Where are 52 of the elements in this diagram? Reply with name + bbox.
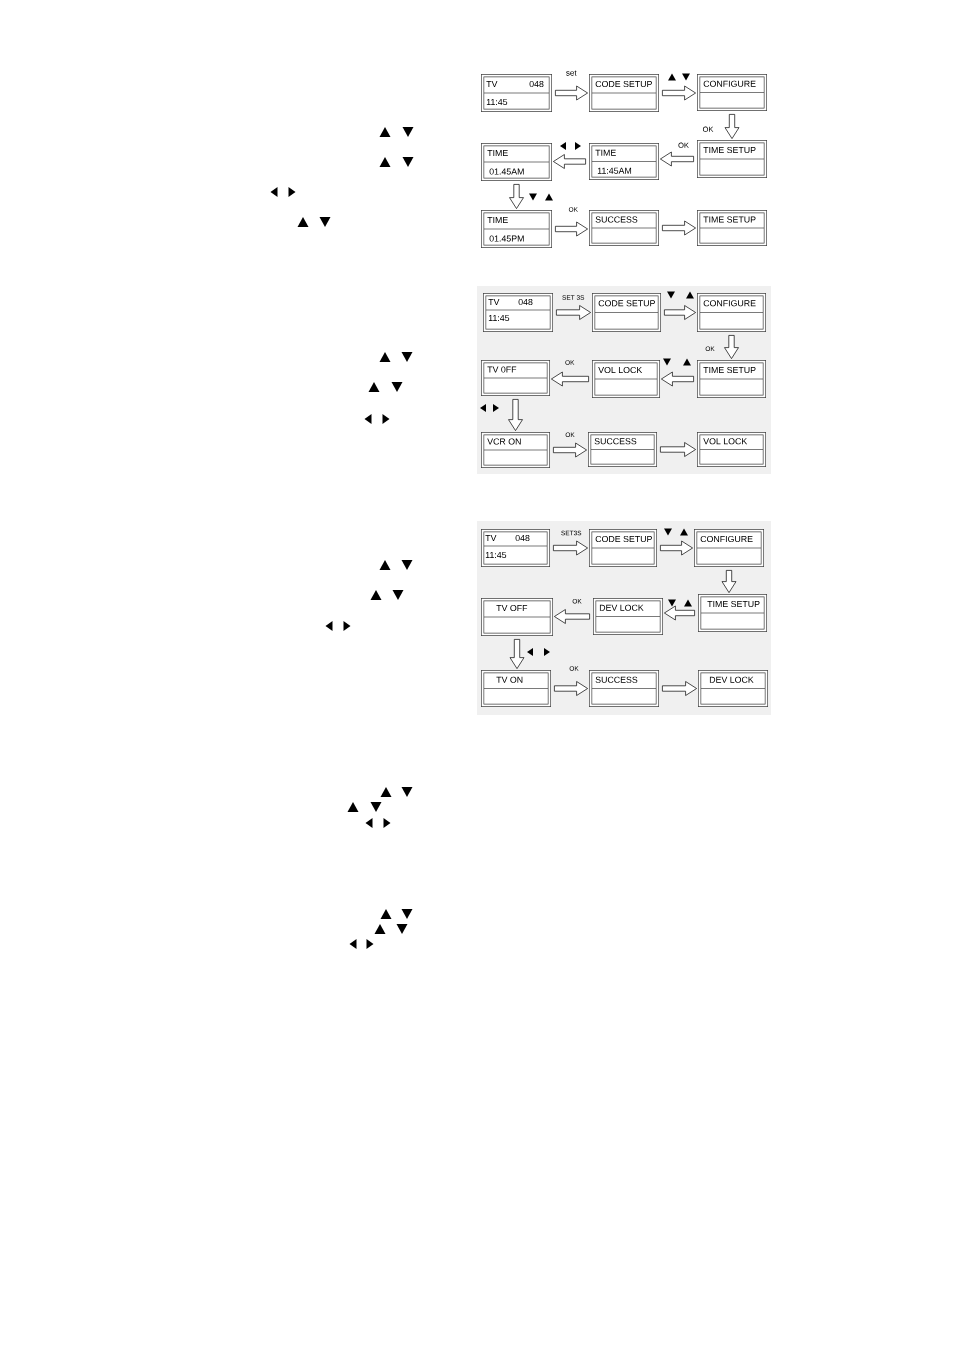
hollow-arrow: [554, 681, 588, 696]
hollow-arrow: [555, 221, 588, 237]
display-box: CODE SETUP: [589, 74, 659, 112]
hollow-arrow: [660, 442, 696, 457]
display-box: VCR ON: [481, 432, 550, 468]
display-box: CODE SETUP: [592, 293, 661, 332]
hollow-arrow: [724, 114, 740, 139]
display-box: DEV LOCK: [698, 670, 768, 707]
display-box: TIME SETUP: [697, 360, 766, 398]
hollow-arrow: [556, 305, 591, 320]
display-box: CONFIGURE: [697, 293, 766, 332]
display-box: TIME 11:45AM: [589, 143, 659, 180]
display-box: SUCCESS: [589, 210, 659, 246]
hollow-arrow: [662, 681, 697, 696]
hollow-arrow: [551, 371, 589, 387]
display-box: VOL LOCK: [697, 432, 766, 467]
hollow-arrow: [661, 371, 694, 387]
display-box: CODE SETUP: [589, 529, 657, 567]
display-box: TV 0FF: [481, 360, 550, 396]
display-box: CONFIGURE: [697, 74, 767, 111]
hollow-arrow: [555, 85, 588, 101]
hollow-arrow: [721, 570, 737, 593]
hollow-arrow: [660, 151, 694, 167]
hollow-arrow: [508, 399, 523, 431]
display-box: TIME 01.45PM: [481, 210, 552, 248]
edge-label: set: [566, 70, 577, 76]
display-box: SUCCESS: [589, 670, 659, 707]
display-box: TIME SETUP: [697, 210, 767, 246]
display-box: TV 048 11:45: [481, 529, 550, 567]
hollow-arrow: [724, 335, 739, 359]
display-box: VOL LOCK: [592, 360, 660, 398]
hollow-arrow: [664, 605, 695, 621]
display-box: CONFIGURE: [694, 529, 764, 567]
display-box: TV 048 11:45: [481, 74, 552, 112]
display-box: TIME SETUP: [698, 594, 767, 632]
display-box: TV 048 11:45: [483, 293, 553, 332]
hollow-arrow: [553, 154, 586, 169]
hollow-arrow: [662, 220, 696, 236]
hollow-arrow: [553, 442, 587, 458]
display-box: TIME SETUP: [697, 140, 767, 178]
hollow-arrow: [509, 184, 524, 209]
display-box: TV OFF: [481, 598, 553, 636]
hollow-arrow: [662, 85, 696, 101]
hollow-arrow: [554, 609, 590, 624]
hollow-arrow: [553, 540, 588, 556]
display-box: TV ON: [481, 670, 551, 707]
hollow-arrow: [660, 540, 693, 556]
display-box: DEV LOCK: [593, 598, 663, 635]
display-box: TIME 01.45AM: [481, 143, 552, 181]
hollow-arrow: [509, 639, 525, 669]
display-box: SUCCESS: [588, 432, 657, 467]
hollow-arrow: [664, 305, 696, 320]
